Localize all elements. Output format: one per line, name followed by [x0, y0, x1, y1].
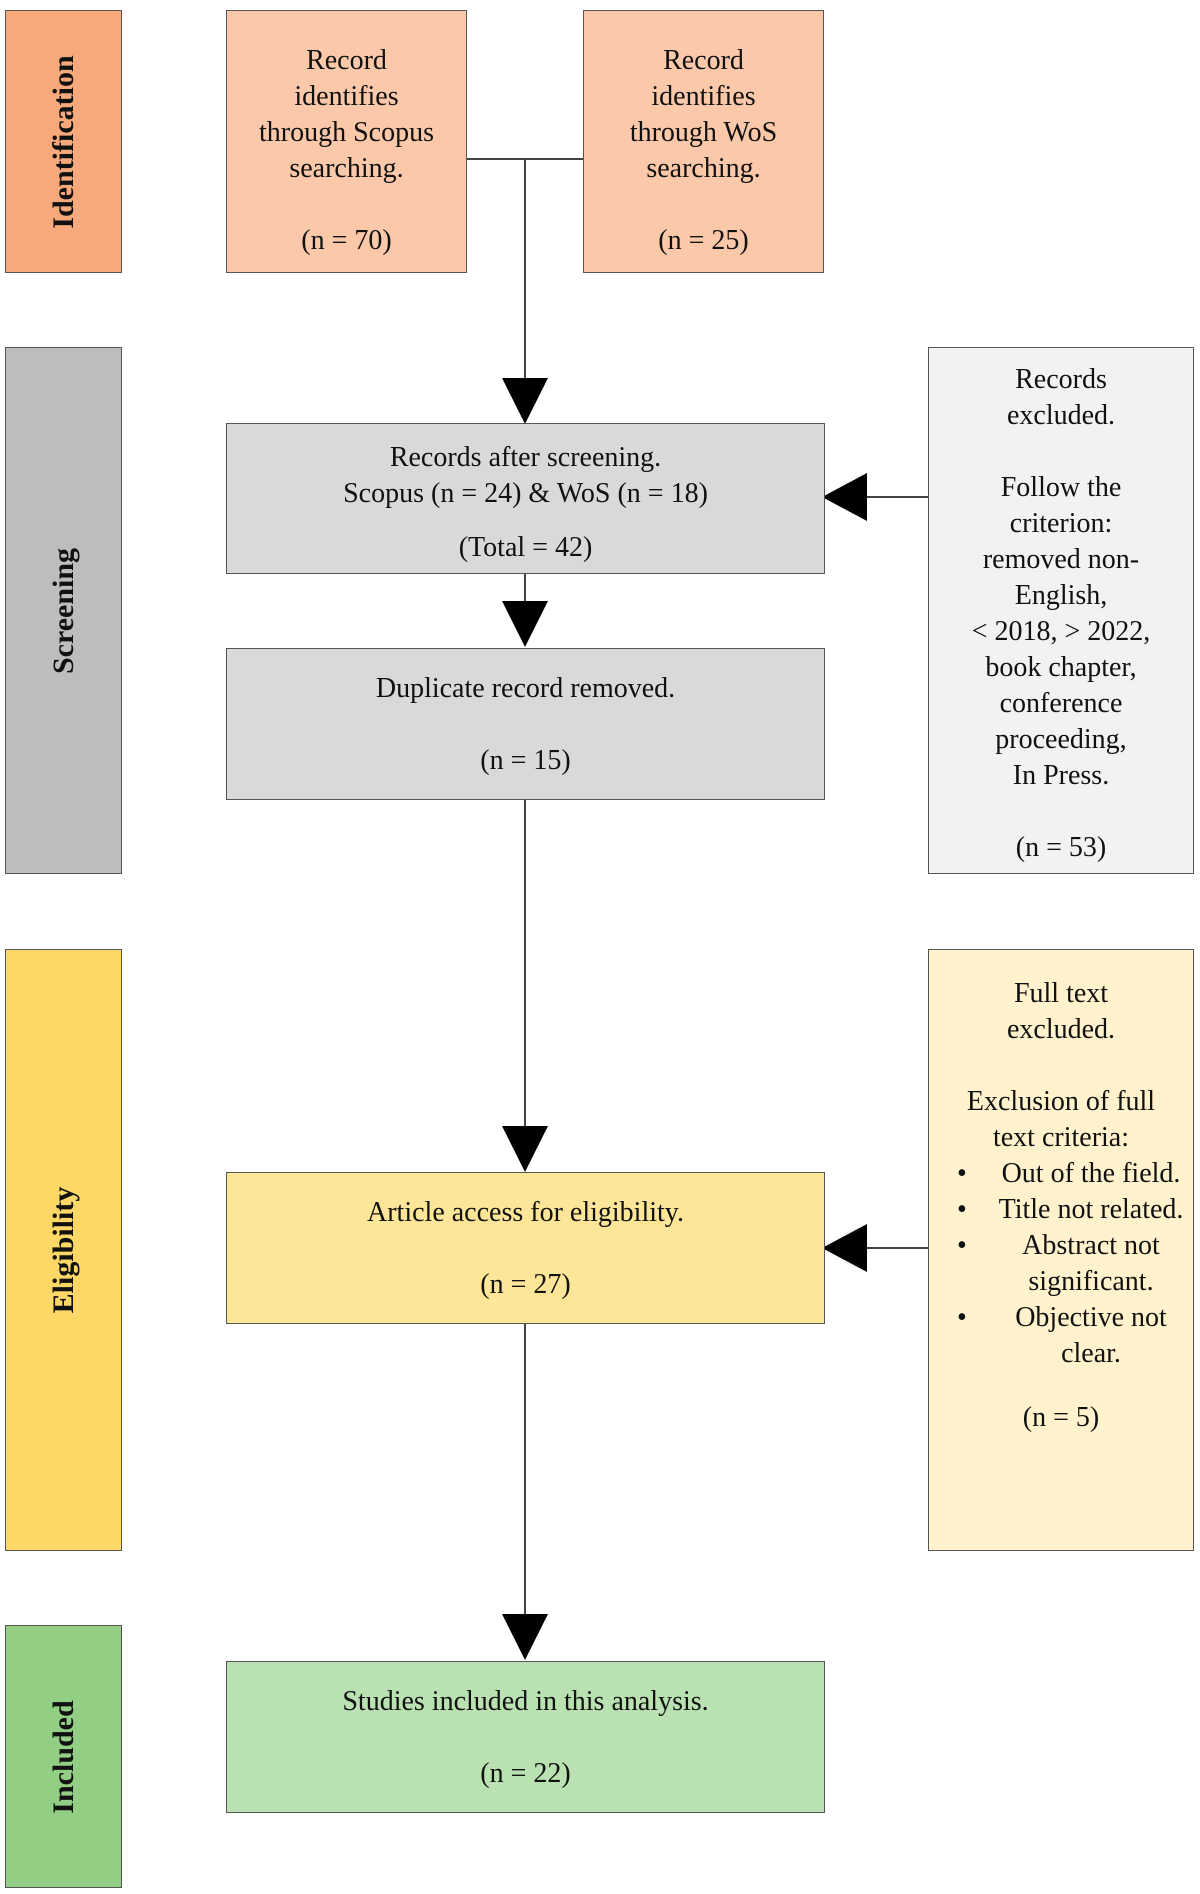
stage-screening: Screening: [5, 347, 122, 874]
fulltext-bullet-4: Objective not clear.: [929, 1300, 1193, 1372]
records-excluded-body-7: conference: [999, 688, 1123, 719]
screening-total: (Total = 42): [458, 532, 593, 563]
records-excluded-body-4: English,: [1014, 580, 1108, 611]
records-excluded-body-6: book chapter,: [985, 652, 1137, 683]
arrowhead-to-duplicate: [502, 601, 548, 647]
wos-records-box: Record identifies through WoS searching.…: [583, 10, 824, 273]
records-excluded-title-1: Records: [1015, 364, 1107, 395]
included-box: Studies included in this analysis. (n = …: [226, 1661, 825, 1813]
fulltext-title-2: excluded.: [1006, 1014, 1116, 1045]
fulltext-excluded-box: Full text excluded. Exclusion of full te…: [928, 949, 1194, 1551]
records-after-screening-box: Records after screening. Scopus (n = 24)…: [226, 423, 825, 574]
fulltext-criteria-2: text criteria:: [992, 1122, 1130, 1153]
records-excluded-box: Records excluded. Follow the criterion: …: [928, 347, 1194, 874]
screening-line-1: Records after screening.: [389, 442, 662, 473]
wos-line-4: searching.: [646, 153, 761, 184]
stage-identification: Identification: [5, 10, 122, 273]
arrowhead-from-fulltext: [822, 1224, 867, 1272]
arrowhead-from-excluded: [822, 473, 867, 521]
records-excluded-body-8: proceeding,: [995, 724, 1127, 755]
wos-line-3: through WoS: [629, 117, 778, 148]
records-excluded-body-9: In Press.: [1012, 760, 1110, 791]
records-excluded-body-2: criterion:: [1009, 508, 1113, 539]
records-excluded-body-5: < 2018, > 2022,: [971, 616, 1151, 647]
scopus-line-3: through Scopus: [259, 117, 434, 148]
wos-line-2: identifies: [651, 81, 756, 112]
records-excluded-title-2: excluded.: [1006, 400, 1116, 431]
fulltext-criteria-1: Exclusion of full: [966, 1086, 1156, 1117]
fulltext-bullet-3: Abstract not significant.: [929, 1228, 1193, 1300]
fulltext-criteria-list: Out of the field. Title not related. Abs…: [929, 1156, 1193, 1372]
records-excluded-body-1: Follow the: [1000, 472, 1122, 503]
scopus-line-2: identifies: [294, 81, 399, 112]
fulltext-bullet-1: Out of the field.: [929, 1156, 1193, 1192]
records-excluded-body-3: removed non-: [982, 544, 1140, 575]
duplicate-removed-box: Duplicate record removed. (n = 15): [226, 648, 825, 800]
arrowhead-to-eligibility: [502, 1126, 548, 1172]
records-excluded-count: (n = 53): [1015, 832, 1107, 863]
scopus-line-1: Record: [306, 45, 387, 76]
duplicate-text: Duplicate record removed.: [375, 673, 676, 704]
scopus-line-4: searching.: [289, 153, 404, 184]
eligibility-text: Article access for eligibility.: [367, 1197, 684, 1228]
eligibility-count: (n = 27): [480, 1269, 571, 1300]
stage-included: Included: [5, 1625, 122, 1888]
scopus-records-box: Record identifies through Scopus searchi…: [226, 10, 467, 273]
arrowhead-to-included: [502, 1614, 548, 1660]
scopus-count: (n = 70): [301, 225, 392, 256]
fulltext-bullet-2: Title not related.: [929, 1192, 1193, 1228]
included-text: Studies included in this analysis.: [342, 1686, 709, 1717]
eligibility-box: Article access for eligibility. (n = 27): [226, 1172, 825, 1324]
wos-count: (n = 25): [658, 225, 749, 256]
included-count: (n = 22): [480, 1758, 571, 1789]
duplicate-count: (n = 15): [480, 745, 571, 776]
screening-line-2: Scopus (n = 24) & WoS (n = 18): [343, 478, 708, 509]
fulltext-count: (n = 5): [1022, 1402, 1100, 1433]
wos-line-1: Record: [663, 45, 744, 76]
arrowhead-to-screening: [502, 378, 548, 424]
fulltext-title-1: Full text: [1013, 978, 1109, 1009]
stage-eligibility: Eligibility: [5, 949, 122, 1551]
